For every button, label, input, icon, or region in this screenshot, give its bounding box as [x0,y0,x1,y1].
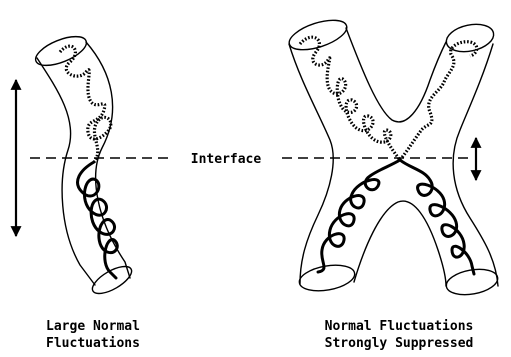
left-chain-lower-segment [78,162,118,278]
interface-label: Interface [191,152,262,167]
right-caption-line-1: Normal Fluctuations [325,319,474,334]
left-caption-line-2: Fluctuations [46,336,140,351]
right-chain-lower-segment [318,160,474,274]
left-tube [32,31,136,299]
right-caption-line-2: Strongly Suppressed [325,336,474,351]
left-caption-line-1: Large Normal [46,319,140,334]
right-chain-upper-segment [300,37,477,160]
